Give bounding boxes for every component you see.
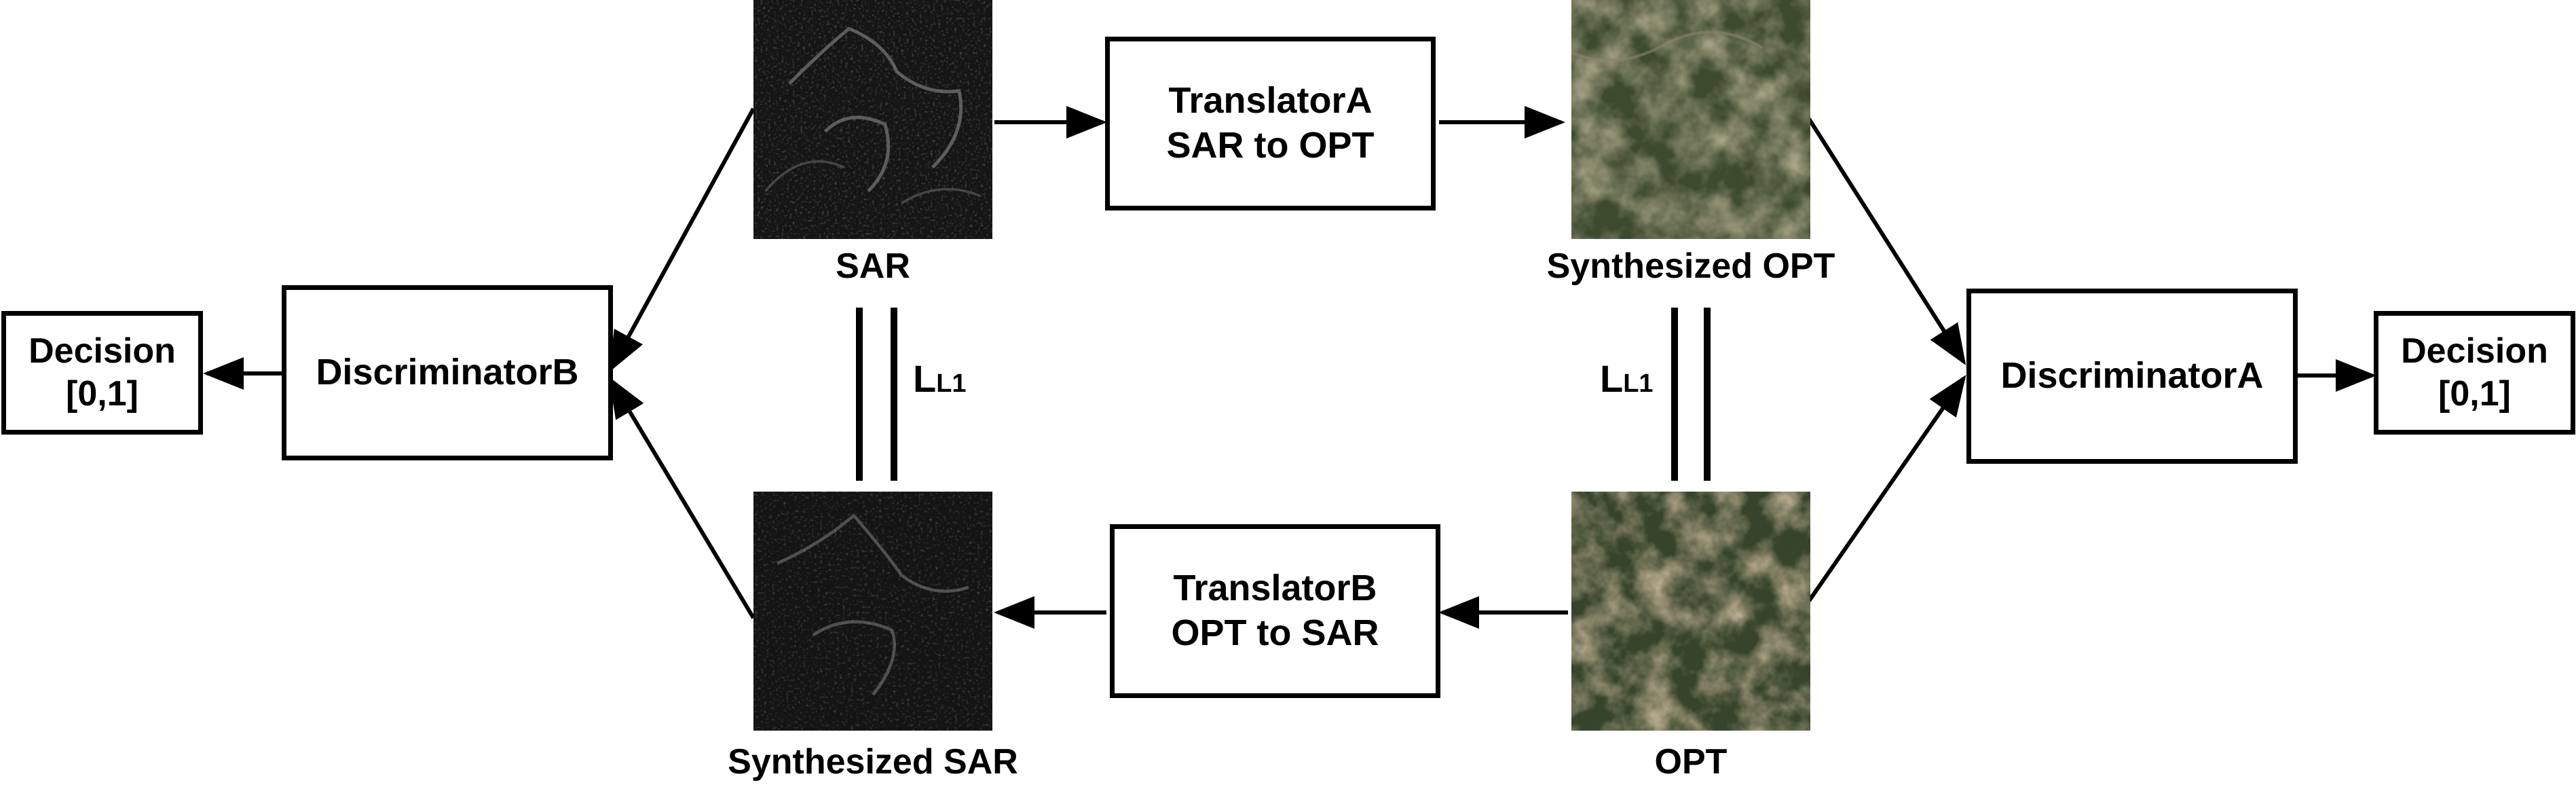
sar-caption: SAR [836,246,910,286]
discriminator-b-box: DiscriminatorB [282,285,613,460]
decision-left-box: Decision [0,1] [1,311,203,435]
l1-equal-bar-right-1 [1671,308,1678,481]
synthesized-opt-caption: Synthesized OPT [1546,246,1835,286]
arrow-synth-opt-to-discriminator-a [1807,117,1966,366]
l1-loss-left-sub: L1 [936,369,967,398]
translator-a-subtitle: SAR to OPT [1166,125,1375,166]
translator-a-box: TranslatorA SAR to OPT [1105,37,1436,210]
decision-right-box: Decision [0,1] [2374,311,2575,435]
discriminator-a-label: DiscriminatorA [2000,355,2264,397]
arrow-opt-to-discriminator-a [1807,375,1966,602]
l1-loss-label-left: LL1 [913,356,967,401]
opt-image [1571,492,1810,731]
l1-loss-label-right: LL1 [1600,356,1654,401]
decision-left-range: [0,1] [66,374,138,414]
synthesized-opt-image [1571,0,1810,239]
discriminator-b-label: DiscriminatorB [316,352,579,393]
arrow-synth-sar-to-discriminator-b [608,376,755,619]
l1-loss-right-sub: L1 [1623,369,1654,398]
decision-right-range: [0,1] [2438,374,2511,414]
l1-loss-left-main: L [913,357,937,400]
arrow-sar-to-discriminator-b [609,107,755,373]
decision-left-title: Decision [29,331,176,371]
sar-image [753,0,992,239]
translator-b-subtitle: OPT to SAR [1171,612,1379,653]
synthesized-sar-image [753,492,992,731]
l1-equal-bar-right-2 [1704,308,1711,481]
discriminator-a-box: DiscriminatorA [1966,289,2298,464]
translator-b-title: TranslatorB [1173,568,1377,609]
synthesized-sar-caption: Synthesized SAR [728,742,1018,782]
translator-b-box: TranslatorB OPT to SAR [1110,524,1440,698]
decision-right-title: Decision [2401,331,2548,371]
l1-equal-bar-left-1 [856,308,863,481]
opt-caption: OPT [1654,742,1728,782]
translator-a-title: TranslatorA [1168,80,1373,122]
l1-loss-right-main: L [1600,357,1624,400]
l1-equal-bar-left-2 [891,308,897,481]
